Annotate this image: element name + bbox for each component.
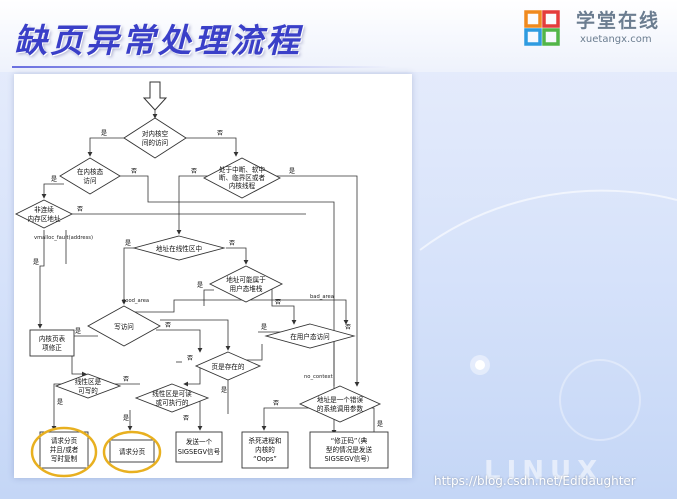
label-no: 否 — [217, 130, 223, 137]
text-interrupt: 处于中断、软中断、临界区或者内核线程 — [219, 165, 266, 190]
decision-write — [87, 305, 161, 347]
text-user-stack: 地址可能属于用户态堆栈 — [226, 275, 266, 293]
decision-interrupt — [203, 157, 281, 199]
linux-decoration: LINUX — [484, 456, 604, 486]
label-no-context: no_context — [304, 374, 333, 380]
label-no: 否 — [275, 299, 281, 306]
decision-readable — [134, 383, 210, 413]
decision-noncontig — [14, 199, 74, 229]
page-title: 缺页异常处理流程 — [14, 21, 302, 60]
logo-text: 学堂在线 — [576, 10, 661, 32]
box-sigsegv — [175, 431, 223, 463]
text-kernel-space: 对内核空间的访问 — [142, 129, 169, 147]
text-in-vma: 地址在线性区中 — [156, 244, 202, 253]
text-fix-kernel: 内核页表项修正 — [39, 334, 66, 352]
text-write: 写访问 — [114, 322, 134, 331]
decision-present — [194, 351, 262, 381]
text-bad-param: 地址是一个错误的系统调用参数 — [317, 395, 364, 413]
label-bad-area: bad_area — [310, 294, 334, 300]
header-band — [0, 0, 677, 72]
text-user-mode: 在用户态访问 — [290, 332, 330, 341]
label-yes: 是 — [221, 387, 227, 394]
label-yes: 是 — [377, 421, 383, 428]
label-yes: 是 — [33, 259, 39, 266]
text-oops: 杀死进程和内核的“Oops” — [249, 436, 282, 463]
box-oops — [241, 431, 289, 469]
box-fixup — [309, 431, 389, 469]
text-present: 页是存在的 — [212, 362, 245, 371]
title-underline — [12, 66, 392, 68]
label-no: 否 — [191, 168, 197, 175]
highlight-cow — [30, 426, 98, 478]
label-no: 否 — [131, 168, 137, 175]
decision-in-vma — [132, 235, 226, 261]
label-yes: 是 — [197, 282, 203, 289]
label-no: 否 — [229, 240, 235, 247]
label-no: 否 — [345, 324, 351, 331]
decision-writable — [54, 373, 122, 399]
label-yes: 是 — [51, 176, 57, 183]
label-no: 否 — [165, 322, 171, 329]
label-yes: 是 — [57, 399, 63, 406]
csdn-watermark: https://blog.csdn.net/Edidaughter — [434, 474, 636, 488]
box-cow — [39, 431, 89, 469]
decision-kernel-space — [123, 117, 187, 159]
label-no: 否 — [77, 206, 83, 213]
label-no: 否 — [183, 415, 189, 422]
decision-user-stack — [208, 265, 284, 303]
label-no: 否 — [123, 376, 129, 383]
label-yes: 是 — [75, 328, 81, 335]
text-readable: 线性区是可读或可执行的 — [152, 389, 192, 407]
logo-url: xuetangx.com — [580, 34, 652, 45]
label-good-area: good_area — [122, 298, 149, 304]
decision-user-mode — [264, 323, 356, 349]
diagram-card: 对内核空间的访问 在内核态访问 处于中断、软中断、临界区或者内核线程 非连续内存… — [14, 74, 412, 478]
label-no: 否 — [187, 355, 193, 362]
label-vmalloc-fault: vmalloc_fault(address) — [34, 235, 93, 241]
text-writable: 线性区是可写的 — [75, 377, 102, 395]
page-fault-flowchart: 对内核空间的访问 在内核态访问 处于中断、软中断、临界区或者内核线程 非连续内存… — [14, 81, 389, 478]
xuetangx-logo — [524, 10, 560, 46]
label-yes: 是 — [289, 168, 295, 175]
label-yes: 是 — [123, 415, 129, 422]
decision-kernel-mode — [59, 157, 121, 195]
box-fix-kernel-pte — [29, 329, 75, 357]
label-no: 否 — [273, 400, 279, 407]
label-yes: 是 — [101, 130, 107, 137]
text-noncontig: 非连续内存区地址 — [28, 205, 61, 223]
entry-arrow — [142, 81, 168, 111]
box-demand-paging — [109, 439, 155, 463]
text-kernel-mode: 在内核态访问 — [77, 167, 104, 185]
text-cow: 请求分页并且/或者写时复制 — [50, 436, 79, 463]
highlight-demand — [102, 430, 162, 474]
label-yes: 是 — [125, 240, 131, 247]
text-demand: 请求分页 — [119, 447, 146, 456]
label-yes: 是 — [261, 324, 267, 331]
decision-bad-param — [298, 385, 382, 423]
